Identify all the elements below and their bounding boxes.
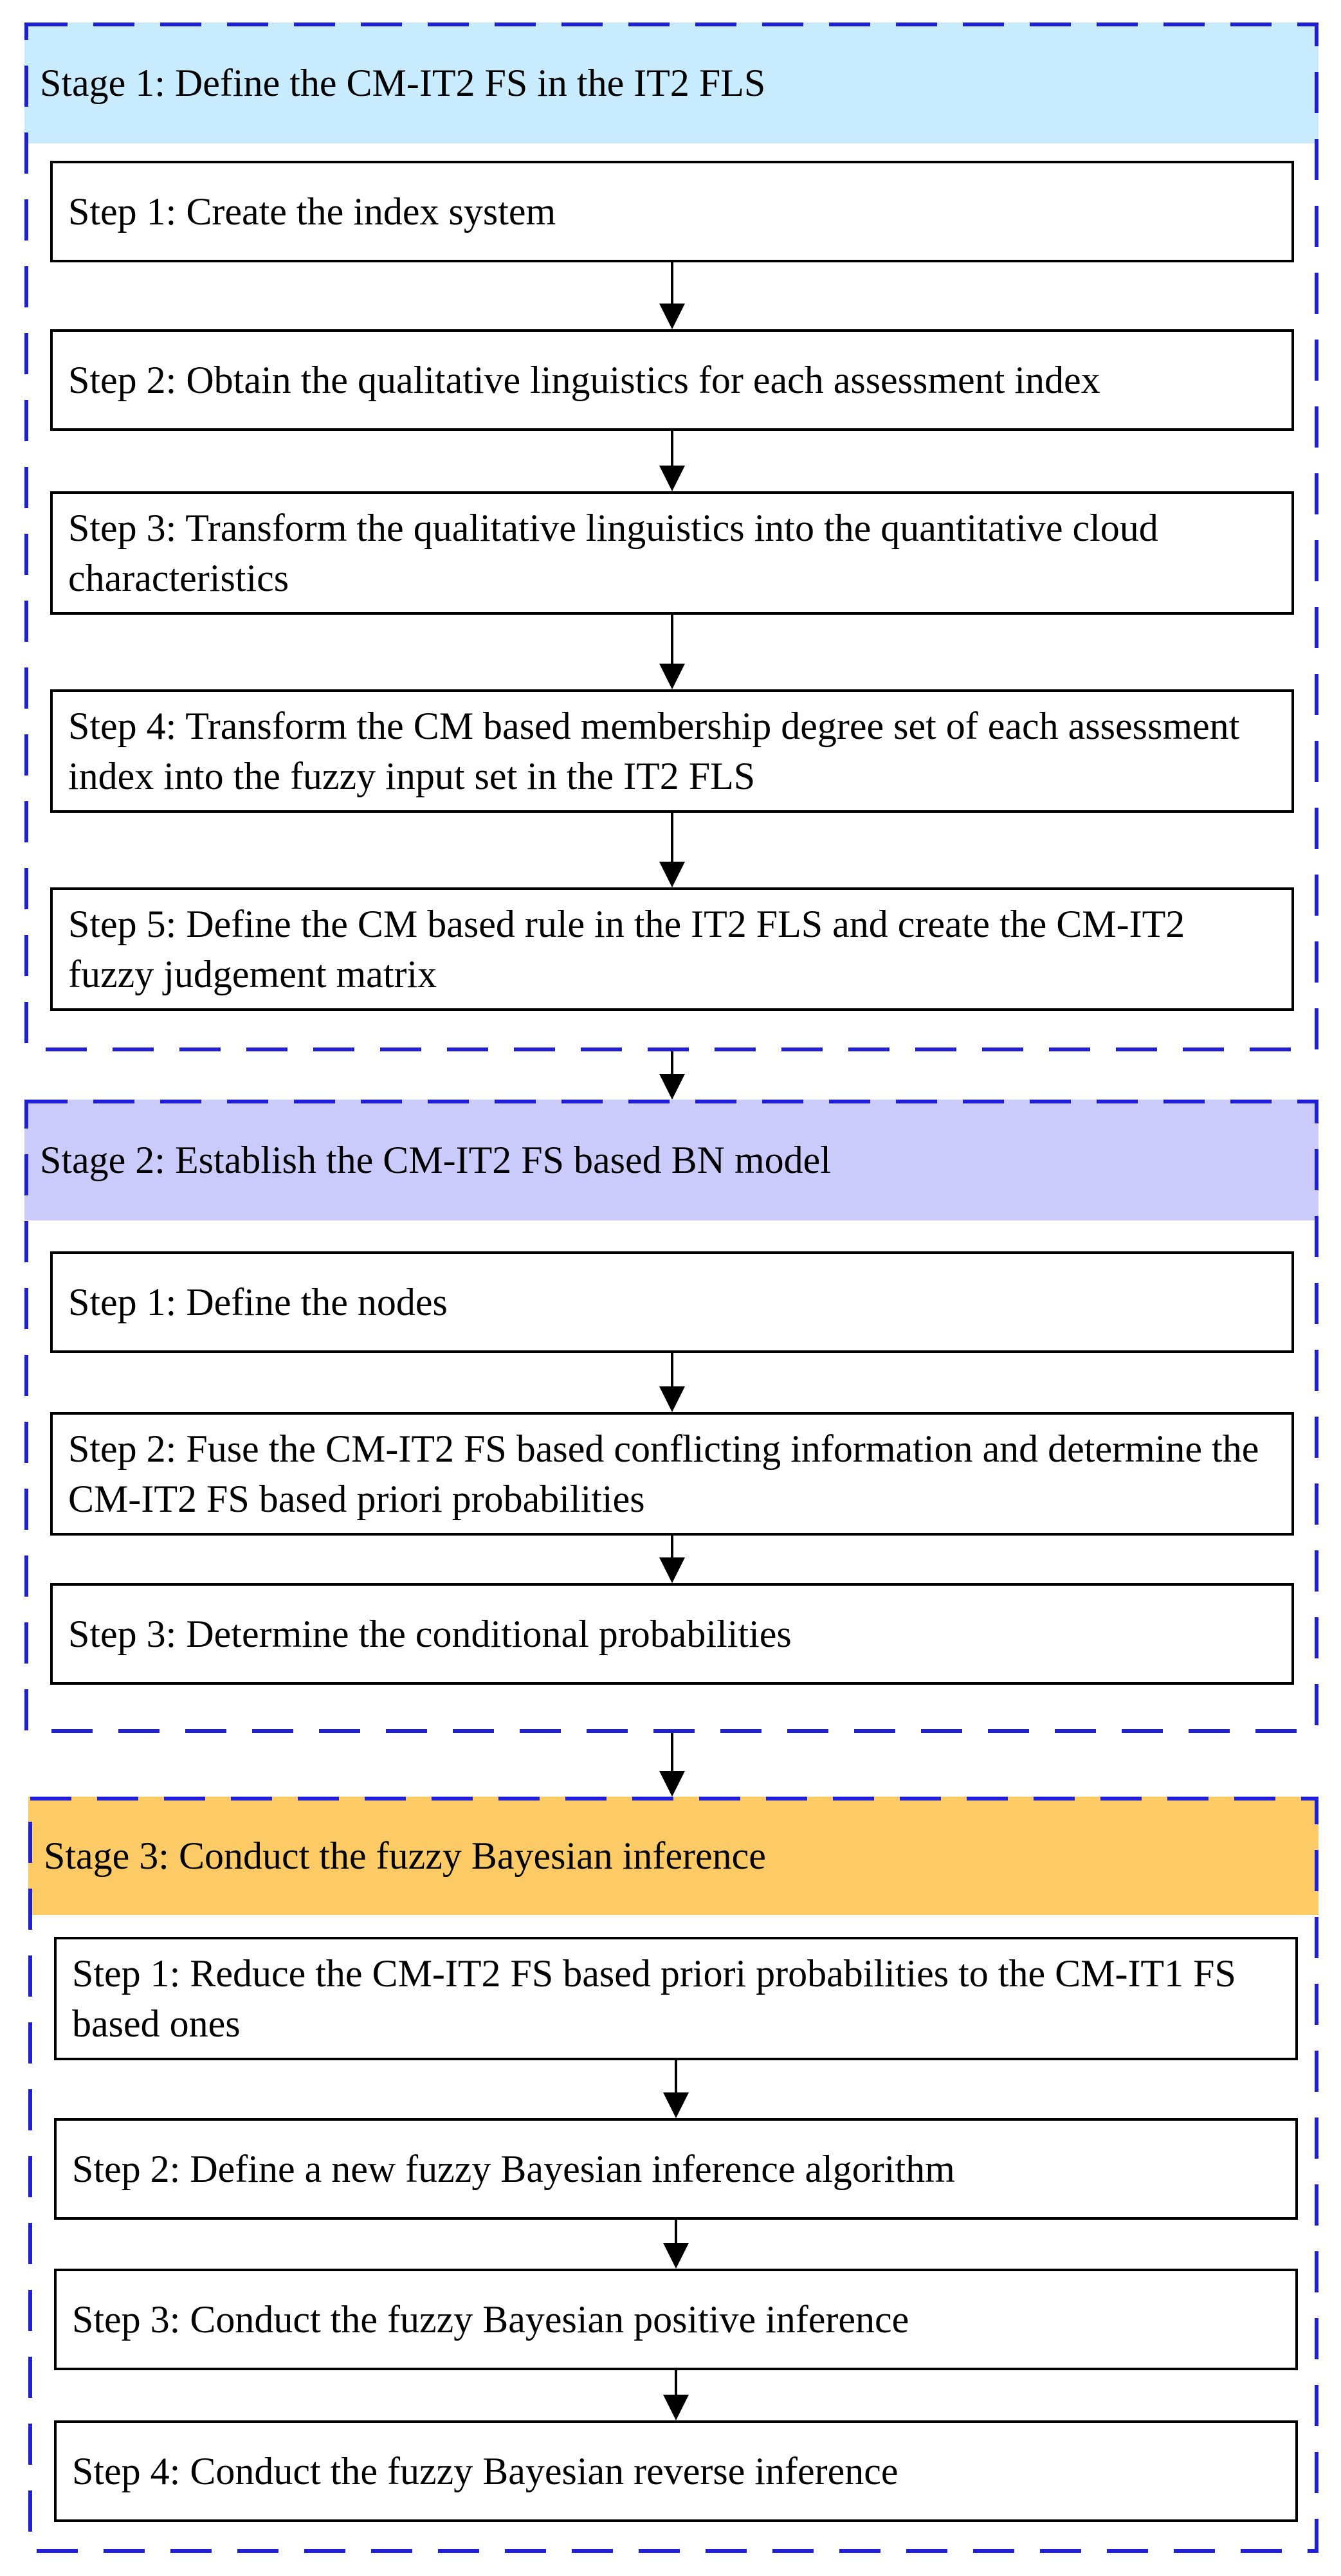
stage-3-step-3: Step 3: Conduct the fuzzy Bayesian posit…	[54, 2269, 1298, 2370]
stage-1-step-1: Step 1: Create the index system	[50, 161, 1294, 262]
step-label: Step 3: Determine the conditional probab…	[68, 1613, 792, 1655]
stage-2-container: Stage 2: Establish the CM-IT2 FS based B…	[24, 1100, 1318, 1733]
step-label: Step 5: Define the CM based rule in the …	[68, 903, 1185, 995]
stage-1-step-2: Step 2: Obtain the qualitative linguisti…	[50, 329, 1294, 431]
step-label: Step 4: Conduct the fuzzy Bayesian rever…	[72, 2450, 899, 2492]
stage-1-header	[24, 23, 1318, 143]
stage-1-step-5: Step 5: Define the CM based rule in the …	[50, 887, 1294, 1011]
stage-2-step-3: Step 3: Determine the conditional probab…	[50, 1583, 1294, 1685]
step-label: Step 3: Transform the qualitative lingui…	[68, 507, 1158, 599]
stage-3-dashed-border	[28, 1797, 1318, 2553]
stage-1-step-3: Step 3: Transform the qualitative lingui…	[50, 491, 1294, 615]
stage-1-container: Stage 1: Define the CM-IT2 FS in the IT2…	[24, 23, 1318, 1051]
stage-2-dashed-border	[24, 1100, 1318, 1733]
stage-1-title: Stage 1: Define the CM-IT2 FS in the IT2…	[40, 62, 766, 104]
stage-3-header	[28, 1797, 1318, 1915]
stage-2-step-2: Step 2: Fuse the CM-IT2 FS based conflic…	[50, 1412, 1294, 1536]
stage-2-step-1: Step 1: Define the nodes	[50, 1251, 1294, 1353]
step-label: Step 2: Define a new fuzzy Bayesian infe…	[72, 2148, 955, 2190]
stage-2-header	[24, 1100, 1318, 1220]
step-label: Step 2: Fuse the CM-IT2 FS based conflic…	[68, 1428, 1259, 1520]
stage-3-title: Stage 3: Conduct the fuzzy Bayesian infe…	[44, 1835, 766, 1877]
stage-1-dashed-border	[24, 23, 1318, 1051]
stage-2-title: Stage 2: Establish the CM-IT2 FS based B…	[40, 1139, 831, 1181]
stage-3-step-1: Step 1: Reduce the CM-IT2 FS based prior…	[54, 1937, 1298, 2060]
step-label: Step 1: Reduce the CM-IT2 FS based prior…	[72, 1952, 1236, 2045]
step-label: Step 4: Transform the CM based membershi…	[68, 705, 1240, 797]
step-label: Step 1: Define the nodes	[68, 1281, 448, 1323]
step-label: Step 1: Create the index system	[68, 190, 556, 233]
step-label: Step 2: Obtain the qualitative linguisti…	[68, 359, 1100, 401]
stage-3-step-2: Step 2: Define a new fuzzy Bayesian infe…	[54, 2118, 1298, 2220]
stage-3-container: Stage 3: Conduct the fuzzy Bayesian infe…	[28, 1797, 1318, 2553]
stage-1-step-4: Step 4: Transform the CM based membershi…	[50, 689, 1294, 813]
stage-3-step-4: Step 4: Conduct the fuzzy Bayesian rever…	[54, 2420, 1298, 2522]
step-label: Step 3: Conduct the fuzzy Bayesian posit…	[72, 2298, 909, 2341]
